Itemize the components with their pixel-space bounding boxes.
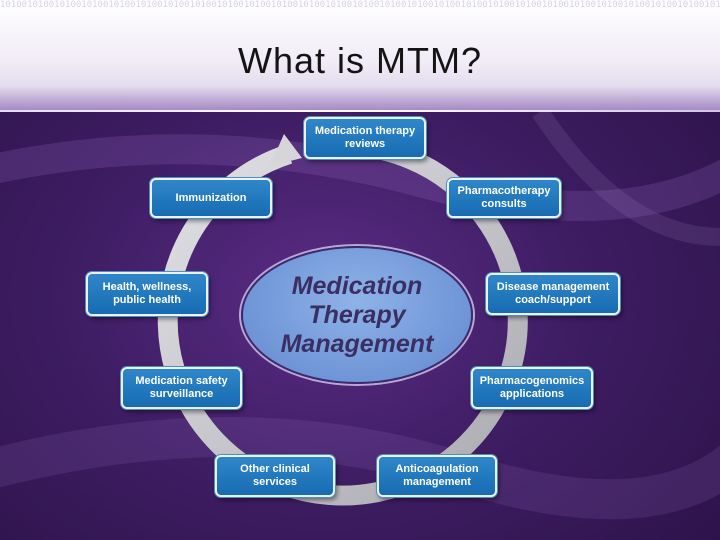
center-line-2: Therapy (308, 300, 406, 329)
center-line-1: Medication (291, 271, 423, 300)
service-box-anticoagulation: Anticoagulation management (377, 455, 497, 497)
service-box-pharmacotherapy-consults: Pharmacotherapy consults (447, 178, 561, 218)
binary-decoration: 1010010100101001010010100101001010010100… (0, 0, 720, 10)
center-oval: Medication Therapy Management (241, 246, 473, 384)
cycle-arrowhead (270, 134, 302, 166)
service-box-health-wellness: Health, wellness, public health (86, 272, 208, 316)
header-streak (0, 86, 720, 112)
service-box-immunization: Immunization (150, 178, 272, 218)
page-title: What is MTM? (237, 40, 482, 81)
service-box-disease-management: Disease management coach/support (486, 273, 620, 315)
service-box-medication-therapy-reviews: Medication therapy reviews (304, 117, 426, 159)
center-line-3: Management (280, 329, 434, 358)
service-box-other-clinical: Other clinical services (215, 455, 335, 497)
service-box-medication-safety: Medication safety surveillance (121, 367, 242, 409)
service-box-pharmacogenomics: Pharmacogenomics applications (471, 367, 593, 409)
header-divider (0, 110, 720, 112)
